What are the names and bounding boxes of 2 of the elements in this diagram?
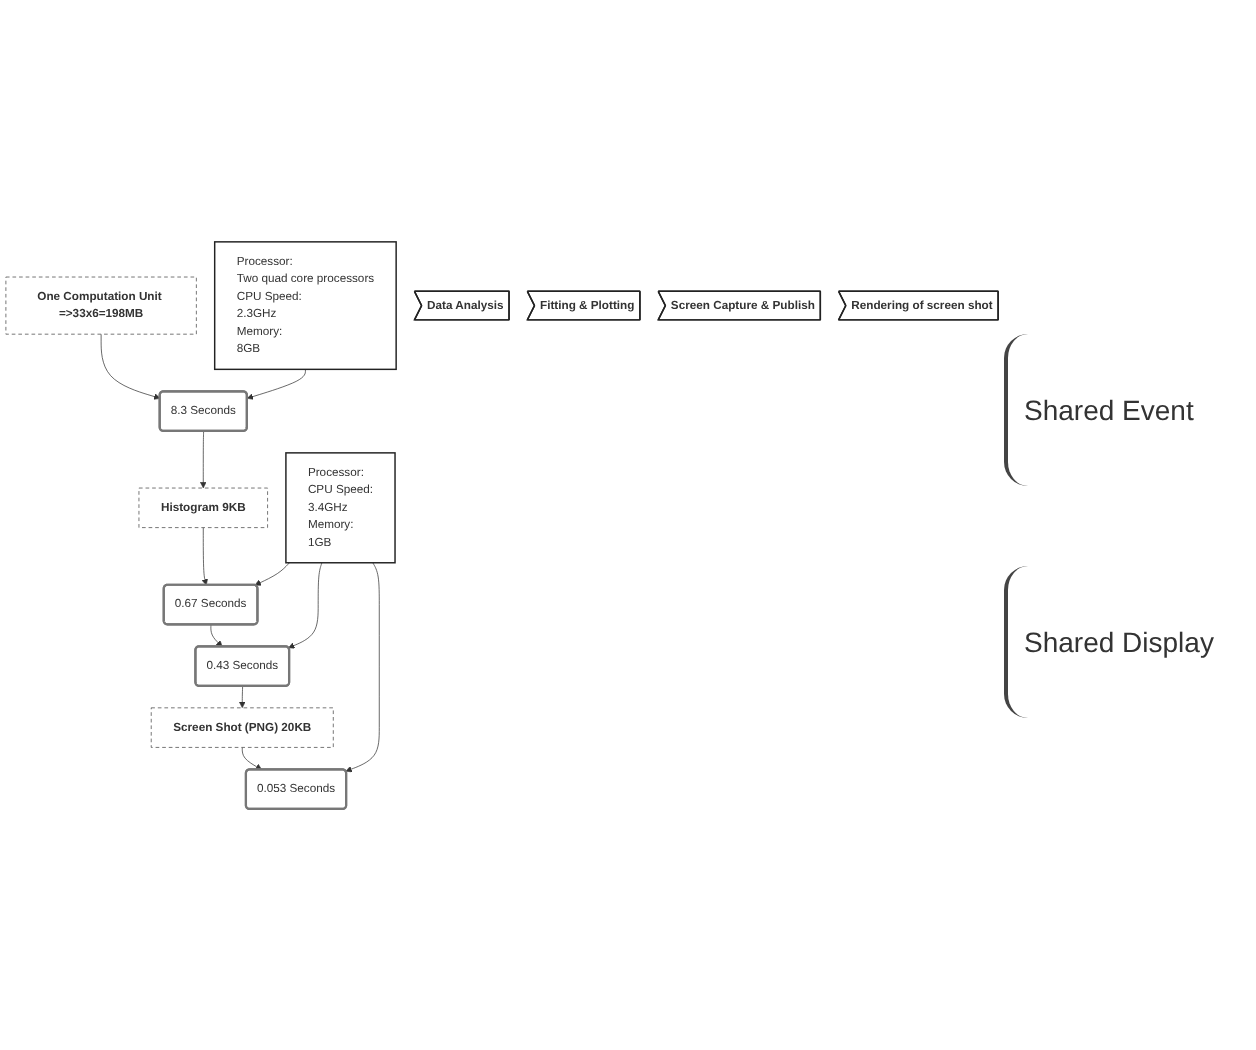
bracket-label: Shared Event — [1004, 333, 1244, 485]
bracket-label: Shared Display — [1004, 565, 1244, 717]
